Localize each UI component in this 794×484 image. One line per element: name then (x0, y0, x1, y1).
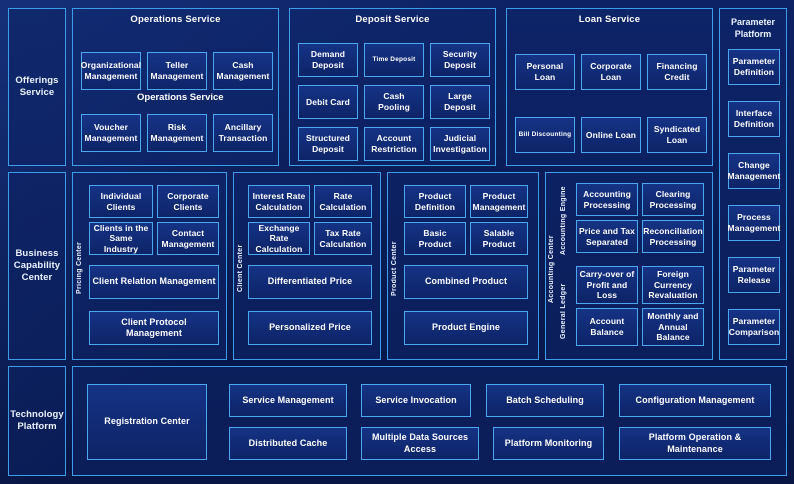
technology-label-line2: Platform (17, 421, 57, 432)
box-individual-clients[interactable]: Individual Clients (89, 185, 153, 218)
vertical-label-accounting-engine: Accounting Engine (560, 186, 567, 256)
box-client-protocol-management[interactable]: Client Protocol Management (89, 311, 219, 345)
box-rate-calculation[interactable]: Rate Calculation (314, 185, 372, 218)
box-configuration-management[interactable]: Configuration Management (619, 384, 771, 417)
vertical-label-product-center: Product Center (391, 241, 398, 297)
box-debit-card[interactable]: Debit Card (298, 85, 358, 119)
box-online-loan[interactable]: Online Loan (581, 117, 641, 153)
box-change-management[interactable]: Change Management (728, 153, 780, 189)
row-label-business-capability-center: Business Capability Center (8, 172, 66, 360)
box-parameter-release[interactable]: Parameter Release (728, 257, 780, 293)
offerings-label-line2: Service (19, 87, 55, 98)
box-product-engine[interactable]: Product Engine (404, 311, 528, 345)
box-account-restriction[interactable]: Account Restriction (364, 127, 424, 161)
box-salable-product[interactable]: Salable Product (470, 222, 528, 255)
box-carry-over-of-profit-and-loss[interactable]: Carry-over of Profit and Loss (576, 266, 638, 304)
panel-product-center: Product Center Product Definition Produc… (387, 172, 539, 360)
box-account-balance[interactable]: Account Balance (576, 308, 638, 346)
parameter-platform-line2: Platform (734, 28, 772, 39)
box-clearing-processing[interactable]: Clearing Processing (642, 183, 704, 216)
panel-title-deposit-service: Deposit Service (355, 14, 430, 25)
box-judicial-investigation[interactable]: Judicial Investigation (430, 127, 490, 161)
panel-parameter-platform: Parameter Platform Parameter Definition … (719, 8, 787, 360)
vertical-label-general-ledger: General Ledger (560, 283, 567, 339)
panel-title-operations-service: Operations Service (130, 14, 221, 25)
box-parameter-definition[interactable]: Parameter Definition (728, 49, 780, 85)
panel-title-parameter-platform: Parameter Platform (720, 17, 786, 40)
box-distributed-cache[interactable]: Distributed Cache (229, 427, 347, 460)
business-label-line3: Center (21, 272, 53, 284)
box-registration-center[interactable]: Registration Center (87, 384, 207, 460)
box-cash-management[interactable]: Cash Management (213, 52, 273, 90)
box-platform-operation-maintenance[interactable]: Platform Operation & Maintenance (619, 427, 771, 460)
box-product-management[interactable]: Product Management (470, 185, 528, 218)
vertical-label-accounting-center: Accounting Center (548, 235, 555, 303)
box-time-deposit[interactable]: Time Deposit (364, 43, 424, 77)
vertical-label-pricing-center: Pricing Center (76, 241, 83, 295)
box-ancillary-transaction[interactable]: Ancillary Transaction (213, 114, 273, 152)
box-parameter-comparison[interactable]: Parameter Comparison (728, 309, 780, 345)
box-structured-deposit[interactable]: Structured Deposit (298, 127, 358, 161)
box-interface-definition[interactable]: Interface Definition (728, 101, 780, 137)
box-multiple-data-sources-access[interactable]: Multiple Data Sources Access (361, 427, 479, 460)
box-basic-product[interactable]: Basic Product (404, 222, 466, 255)
panel-operations-service: Operations Service Operations Service Or… (72, 8, 279, 166)
box-foreign-currency-revaluation[interactable]: Foreign Currency Revaluation (642, 266, 704, 304)
box-contact-management[interactable]: Contact Management (157, 222, 219, 255)
duplicate-label-operations-service: Operations Service (137, 92, 224, 103)
panel-loan-service: Loan Service Personal Loan Corporate Loa… (506, 8, 713, 166)
panel-title-loan-service: Loan Service (578, 14, 641, 25)
business-label-line1: Business (15, 247, 59, 259)
box-organizational-management[interactable]: Organizational Management (81, 52, 141, 90)
box-corporate-loan[interactable]: Corporate Loan (581, 54, 641, 90)
box-exchange-rate-calculation[interactable]: Exchange Rate Calculation (248, 222, 310, 255)
box-accounting-processing[interactable]: Accounting Processing (576, 183, 638, 216)
box-product-definition[interactable]: Product Definition (404, 185, 466, 218)
box-monthly-and-annual-balance[interactable]: Monthly and Annual Balance (642, 308, 704, 346)
box-interest-rate-calculation[interactable]: Interest Rate Calculation (248, 185, 310, 218)
box-batch-scheduling[interactable]: Batch Scheduling (486, 384, 604, 417)
row-label-offerings-service: Offerings Service (8, 8, 66, 166)
box-service-invocation[interactable]: Service Invocation (361, 384, 471, 417)
box-demand-deposit[interactable]: Demand Deposit (298, 43, 358, 77)
box-teller-management[interactable]: Teller Management (147, 52, 207, 90)
box-cash-pooling[interactable]: Cash Pooling (364, 85, 424, 119)
box-platform-monitoring[interactable]: Platform Monitoring (493, 427, 604, 460)
box-large-deposit[interactable]: Large Deposit (430, 85, 490, 119)
parameter-platform-line1: Parameter (730, 17, 776, 27)
box-security-deposit[interactable]: Security Deposit (430, 43, 490, 77)
box-differentiated-price[interactable]: Differentiated Price (248, 265, 372, 299)
vertical-label-client-center: Client Center (237, 244, 244, 292)
box-voucher-management[interactable]: Voucher Management (81, 114, 141, 152)
box-price-and-tax-separated[interactable]: Price and Tax Separated (576, 220, 638, 253)
box-financing-credit[interactable]: Financing Credit (647, 54, 707, 90)
box-reconciliation-processing[interactable]: Reconciliation Processing (642, 220, 704, 253)
box-syndicated-loan[interactable]: Syndicated Loan (647, 117, 707, 153)
row-label-technology-platform: Technology Platform (8, 366, 66, 476)
box-client-relation-management[interactable]: Client Relation Management (89, 265, 219, 299)
box-combined-product[interactable]: Combined Product (404, 265, 528, 299)
box-service-management[interactable]: Service Management (229, 384, 347, 417)
box-clients-in-the-same-industry[interactable]: Clients in the Same Industry (89, 222, 153, 255)
box-risk-management[interactable]: Risk Management (147, 114, 207, 152)
technology-label-line1: Technology (10, 408, 64, 420)
panel-accounting-center: Accounting Center Accounting Engine Gene… (545, 172, 713, 360)
box-tax-rate-calculation[interactable]: Tax Rate Calculation (314, 222, 372, 255)
box-personal-loan[interactable]: Personal Loan (515, 54, 575, 90)
business-label-line2: Capability (13, 259, 61, 271)
box-process-management[interactable]: Process Management (728, 205, 780, 241)
box-bill-discounting[interactable]: Bill Discounting (515, 117, 575, 153)
box-corporate-clients[interactable]: Corporate Clients (157, 185, 219, 218)
panel-deposit-service: Deposit Service Demand Deposit Time Depo… (289, 8, 496, 166)
panel-client-center: Client Center Interest Rate Calculation … (233, 172, 381, 360)
panel-pricing-center: Pricing Center Individual Clients Corpor… (72, 172, 227, 360)
offerings-label-line1: Offerings (15, 74, 59, 86)
box-personalized-price[interactable]: Personalized Price (248, 311, 372, 345)
panel-technology-platform: Registration Center Service Management S… (72, 366, 787, 476)
